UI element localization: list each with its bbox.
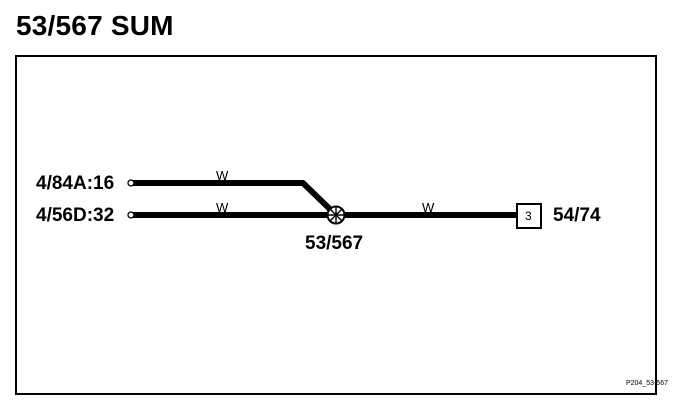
wire-color-bottom: W xyxy=(216,200,229,215)
wire-color-top: W xyxy=(216,168,229,183)
junction-label: 53/567 xyxy=(305,233,364,254)
wire-color-right: W xyxy=(422,200,435,215)
wire-top xyxy=(133,180,339,218)
connector-label-left-bottom: 4/56D:32 xyxy=(36,205,115,226)
connector-label-left-top: 4/84A:16 xyxy=(36,173,115,194)
connector-label-right: 54/74 xyxy=(553,205,601,226)
terminal-left-top xyxy=(127,179,135,187)
splice-junction-icon xyxy=(326,205,346,225)
connector-box xyxy=(516,203,542,229)
terminal-left-bottom xyxy=(127,211,135,219)
page-title: 53/567 SUM xyxy=(16,10,174,41)
connector-pin-number: 3 xyxy=(525,209,532,223)
diagram-frame xyxy=(15,55,657,395)
figure-code: P204_53-567 xyxy=(625,380,668,387)
